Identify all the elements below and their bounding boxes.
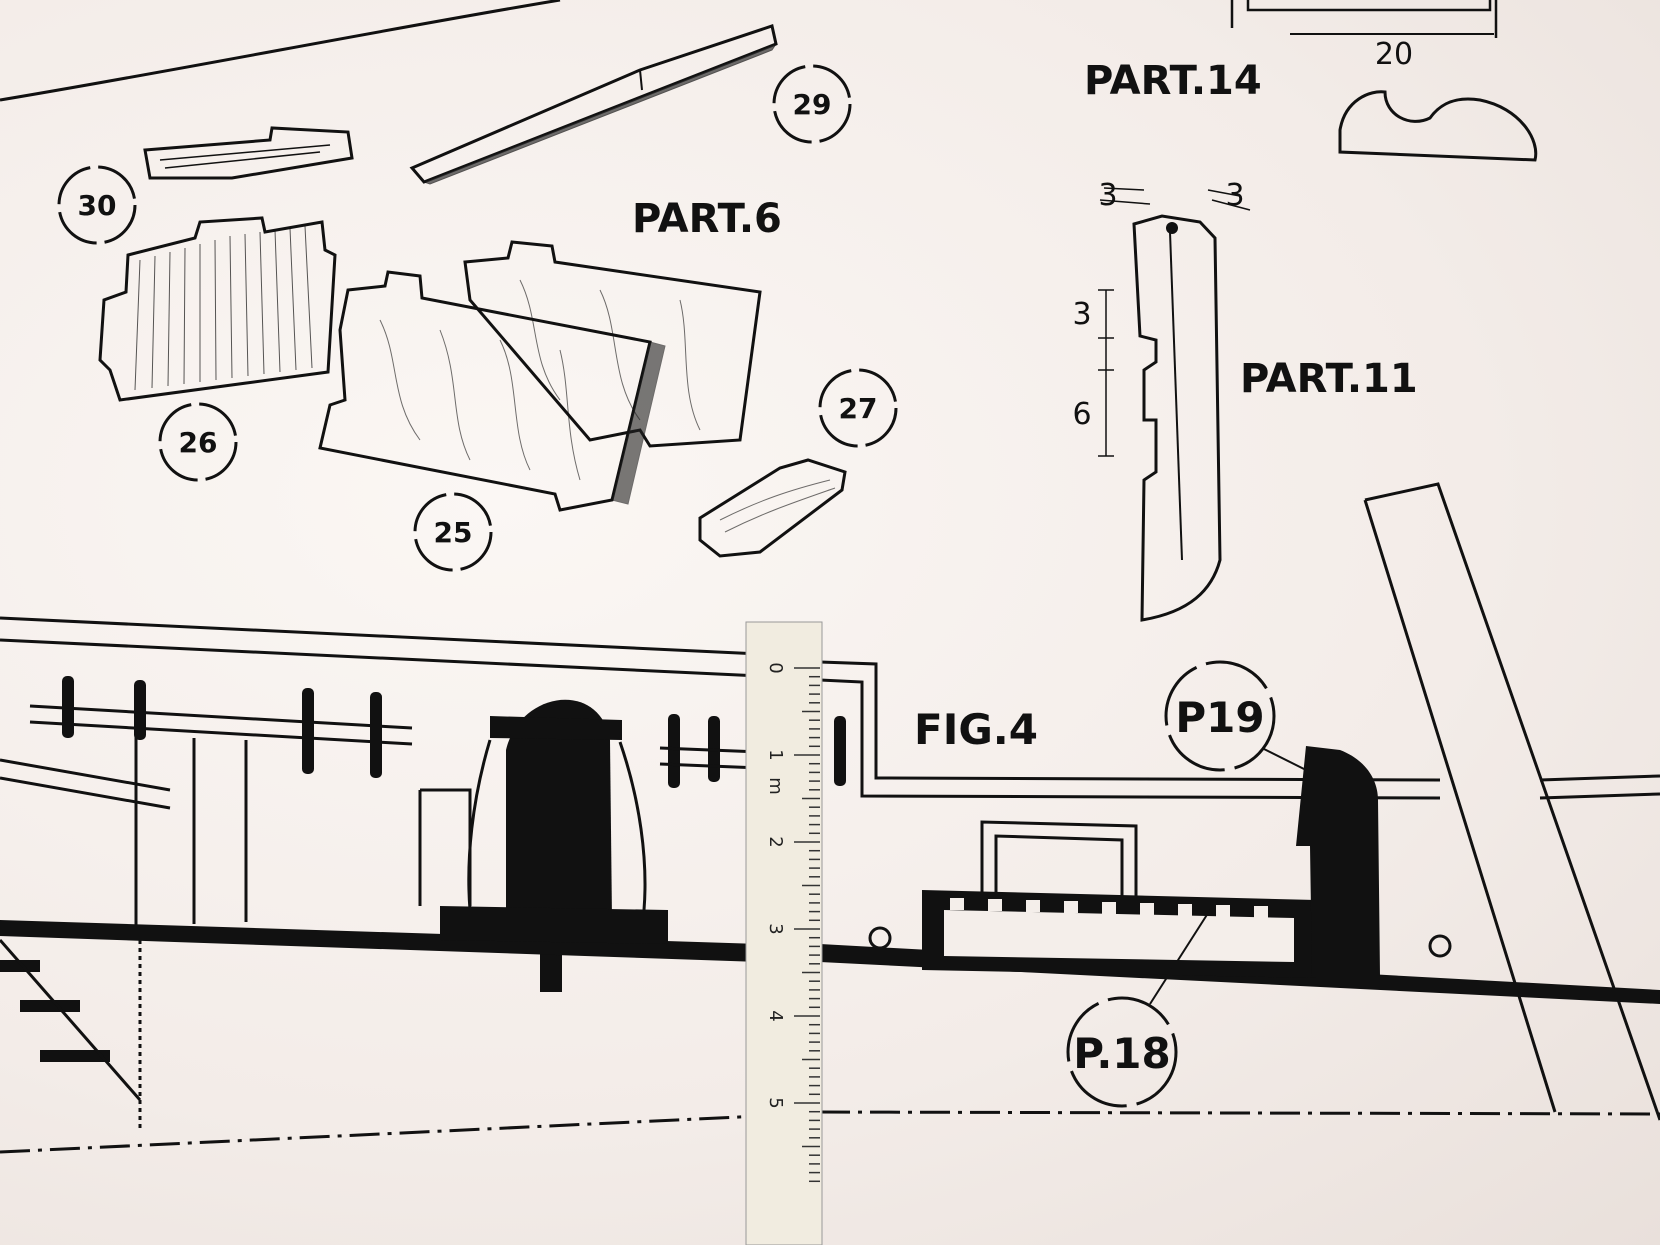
dim-3-top-left: 3 (1098, 178, 1117, 213)
ruler-labels: 0 1 2 3 4 5 (765, 662, 786, 1108)
part-27-number: 27 (839, 392, 878, 425)
part-14-chock (1338, 90, 1538, 162)
measuring-ruler: 0 1 2 3 4 5 m (745, 621, 823, 1245)
part-30-block (143, 126, 354, 180)
part-14-dimension: 20 (1230, 0, 1498, 72)
part-29-number-badge: 29 (772, 64, 852, 144)
part-25-number-badge: 25 (413, 492, 493, 572)
part-30-number-badge: 30 (57, 165, 137, 245)
ruler-mark: 1 (765, 749, 786, 760)
part-11-label: PART.11 (1240, 356, 1418, 402)
ruler-ticks (794, 667, 820, 1183)
p19-label: P19 (1175, 693, 1264, 742)
p19-callout: P19 (1164, 660, 1307, 772)
ruler-mark: 5 (765, 1097, 786, 1108)
part-26-number-badge: 26 (158, 402, 238, 482)
dim-3-top-right: 3 (1225, 178, 1244, 213)
part-29-plank (409, 24, 778, 185)
part-25-front-board (318, 270, 666, 512)
part-29-number: 29 (793, 88, 832, 121)
part-30-number: 30 (78, 189, 117, 222)
top-contour-line (0, 0, 561, 102)
part-26-board (98, 216, 337, 402)
fig-4-label: FIG.4 (914, 705, 1038, 754)
dim-6-side: 6 (1072, 397, 1091, 432)
fig-4-deck-elevation (0, 616, 1660, 1154)
ruler-mark: 4 (765, 1010, 786, 1021)
part-27-number-badge: 27 (818, 368, 898, 448)
ruler-mark: 2 (765, 836, 786, 847)
part-11-post: 3 3 3 6 (1072, 178, 1251, 622)
dim-20-text: 20 (1375, 37, 1413, 72)
part-6-label: PART.6 (632, 196, 782, 242)
ruler-body (745, 621, 823, 1245)
part-14-label: PART.14 (1084, 58, 1262, 104)
ruler-mark: 3 (765, 923, 786, 934)
ruler-unit: m (765, 777, 786, 795)
part-25-number: 25 (434, 516, 473, 549)
dim-3-side: 3 (1072, 297, 1091, 332)
part-27-block (698, 458, 847, 558)
diagonal-mast (1363, 482, 1660, 1121)
p18-callout: P.18 (1066, 909, 1211, 1108)
p18-label: P.18 (1073, 1029, 1170, 1078)
ruler-mark: 0 (765, 662, 786, 673)
part-25-rear-board (463, 240, 762, 448)
part-26-number: 26 (179, 426, 218, 459)
